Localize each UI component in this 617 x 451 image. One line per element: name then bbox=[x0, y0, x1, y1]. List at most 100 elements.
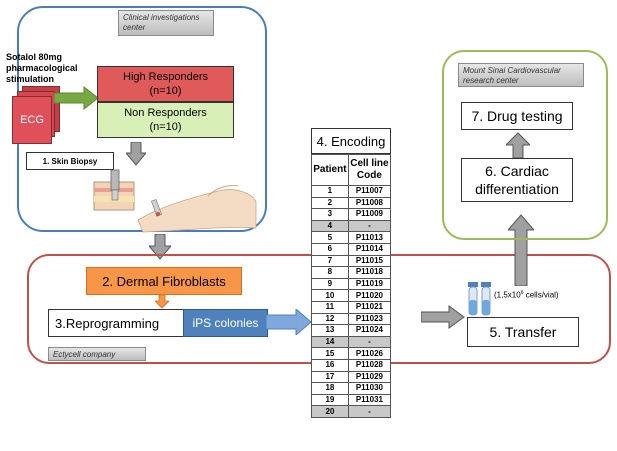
cell-line-code: P11024 bbox=[347, 324, 392, 337]
cell-line-code: - bbox=[347, 219, 392, 233]
col-code-header-line-1: Cell line bbox=[350, 158, 389, 169]
cell-line-code: P11013 bbox=[347, 231, 392, 244]
ectycell-tag: Ectycell company bbox=[48, 347, 146, 361]
encoding-title-box: 4. Encoding bbox=[311, 128, 391, 154]
cell-line-code: P11009 bbox=[347, 208, 392, 221]
high-responders-count: (n=10) bbox=[149, 85, 182, 97]
arrow-down-biopsy bbox=[126, 142, 146, 166]
ecg-label: ECG bbox=[20, 114, 44, 126]
cells-exponent: 6 bbox=[520, 290, 524, 296]
cells-suffix: cells/vial) bbox=[523, 290, 559, 300]
non-responders-count: (n=10) bbox=[149, 121, 182, 133]
patient-number: 1 bbox=[311, 185, 349, 198]
patient-number: 10 bbox=[311, 289, 349, 302]
cell-vials-icon bbox=[468, 282, 491, 316]
green-arrow bbox=[54, 86, 99, 110]
patient-number: 2 bbox=[311, 196, 349, 210]
cardiac-line-2: differentiation bbox=[475, 181, 559, 197]
patient-number: 3 bbox=[311, 208, 349, 221]
arrow-ips-to-encoding bbox=[266, 309, 312, 335]
patient-number: 11 bbox=[311, 300, 349, 314]
dermal-fibroblasts-box: 2. Dermal Fibroblasts bbox=[86, 267, 242, 295]
patient-number: 18 bbox=[311, 382, 349, 395]
clinical-center-tag: Clinical investigations center bbox=[118, 10, 214, 36]
arrow-down-dermal bbox=[149, 234, 171, 260]
encoding-row: 4- bbox=[311, 219, 392, 233]
patient-number: 12 bbox=[311, 312, 349, 326]
ecg-stack: ECG bbox=[12, 86, 62, 148]
cell-line-code: P11007 bbox=[347, 185, 392, 198]
mount-sinai-tag: Mount Sinai Cardiovascular research cent… bbox=[458, 63, 584, 87]
col-patient-header: Patient bbox=[311, 154, 349, 186]
cell-line-code: - bbox=[347, 405, 392, 418]
high-responders-label: High Responders bbox=[123, 71, 208, 83]
cell-line-code: - bbox=[347, 335, 392, 349]
transfer-label: 5. Transfer bbox=[489, 324, 557, 340]
cell-line-code: P11031 bbox=[347, 393, 392, 407]
skin-biopsy-illustration bbox=[93, 169, 257, 233]
reprogramming-label: 3.Reprogramming bbox=[55, 315, 160, 331]
patient-number: 20 bbox=[311, 405, 349, 418]
drug-testing-box: 7. Drug testing bbox=[461, 102, 573, 130]
encoding-title: 4. Encoding bbox=[316, 133, 386, 149]
arrow-dermal-to-ips bbox=[155, 295, 169, 309]
mount-sinai-region bbox=[442, 50, 608, 240]
patient-number: 4 bbox=[311, 219, 349, 233]
patient-number: 8 bbox=[311, 266, 349, 279]
transfer-box: 5. Transfer bbox=[467, 317, 579, 347]
patient-number: 19 bbox=[311, 393, 349, 407]
sotalol-line-2: pharmacological bbox=[6, 63, 78, 73]
arrow-transfer-to-cardiac bbox=[508, 214, 534, 286]
ecg-page-front: ECG bbox=[12, 96, 52, 144]
patient-number: 9 bbox=[311, 277, 349, 291]
cell-line-code: P11023 bbox=[347, 312, 392, 326]
cell-line-code: P11014 bbox=[347, 242, 392, 256]
cell-line-code: P11026 bbox=[347, 347, 392, 360]
patient-number: 6 bbox=[311, 242, 349, 256]
high-responders-box: High Responders (n=10) bbox=[97, 66, 234, 102]
patient-number: 17 bbox=[311, 370, 349, 384]
patient-number: 14 bbox=[311, 335, 349, 349]
sotalol-line-1: Sotalol 80mg bbox=[6, 52, 63, 62]
ips-colonies-box: iPS colonies bbox=[183, 309, 268, 337]
cell-line-code: P11029 bbox=[347, 370, 392, 384]
skin-biopsy-label: 1. Skin Biopsy bbox=[42, 156, 98, 166]
cell-line-code: P11008 bbox=[347, 196, 392, 210]
cardiac-line-1: 6. Cardiac bbox=[485, 163, 549, 179]
patient-number: 5 bbox=[311, 231, 349, 244]
cell-line-code: P11028 bbox=[347, 358, 392, 372]
sotalol-label: Sotalol 80mg pharmacological stimulation bbox=[6, 52, 94, 85]
cell-line-code: P11020 bbox=[347, 289, 392, 302]
col-code-header-line-2: Code bbox=[356, 170, 382, 181]
cell-line-code: P11019 bbox=[347, 277, 392, 291]
cell-line-code: P11018 bbox=[347, 266, 392, 279]
patient-number: 16 bbox=[311, 358, 349, 372]
arrow-encoding-to-transfer bbox=[421, 305, 465, 329]
patient-number: 7 bbox=[311, 254, 349, 268]
col-code-header: Cell line Code bbox=[347, 154, 392, 186]
encoding-row: 14- bbox=[311, 335, 392, 349]
encoding-row: 20- bbox=[311, 405, 392, 418]
ips-colonies-label: iPS colonies bbox=[192, 316, 259, 330]
cardiac-differentiation-box: 6. Cardiac differentiation bbox=[461, 158, 573, 202]
cell-line-code: P11021 bbox=[347, 300, 392, 314]
patient-number: 13 bbox=[311, 324, 349, 337]
